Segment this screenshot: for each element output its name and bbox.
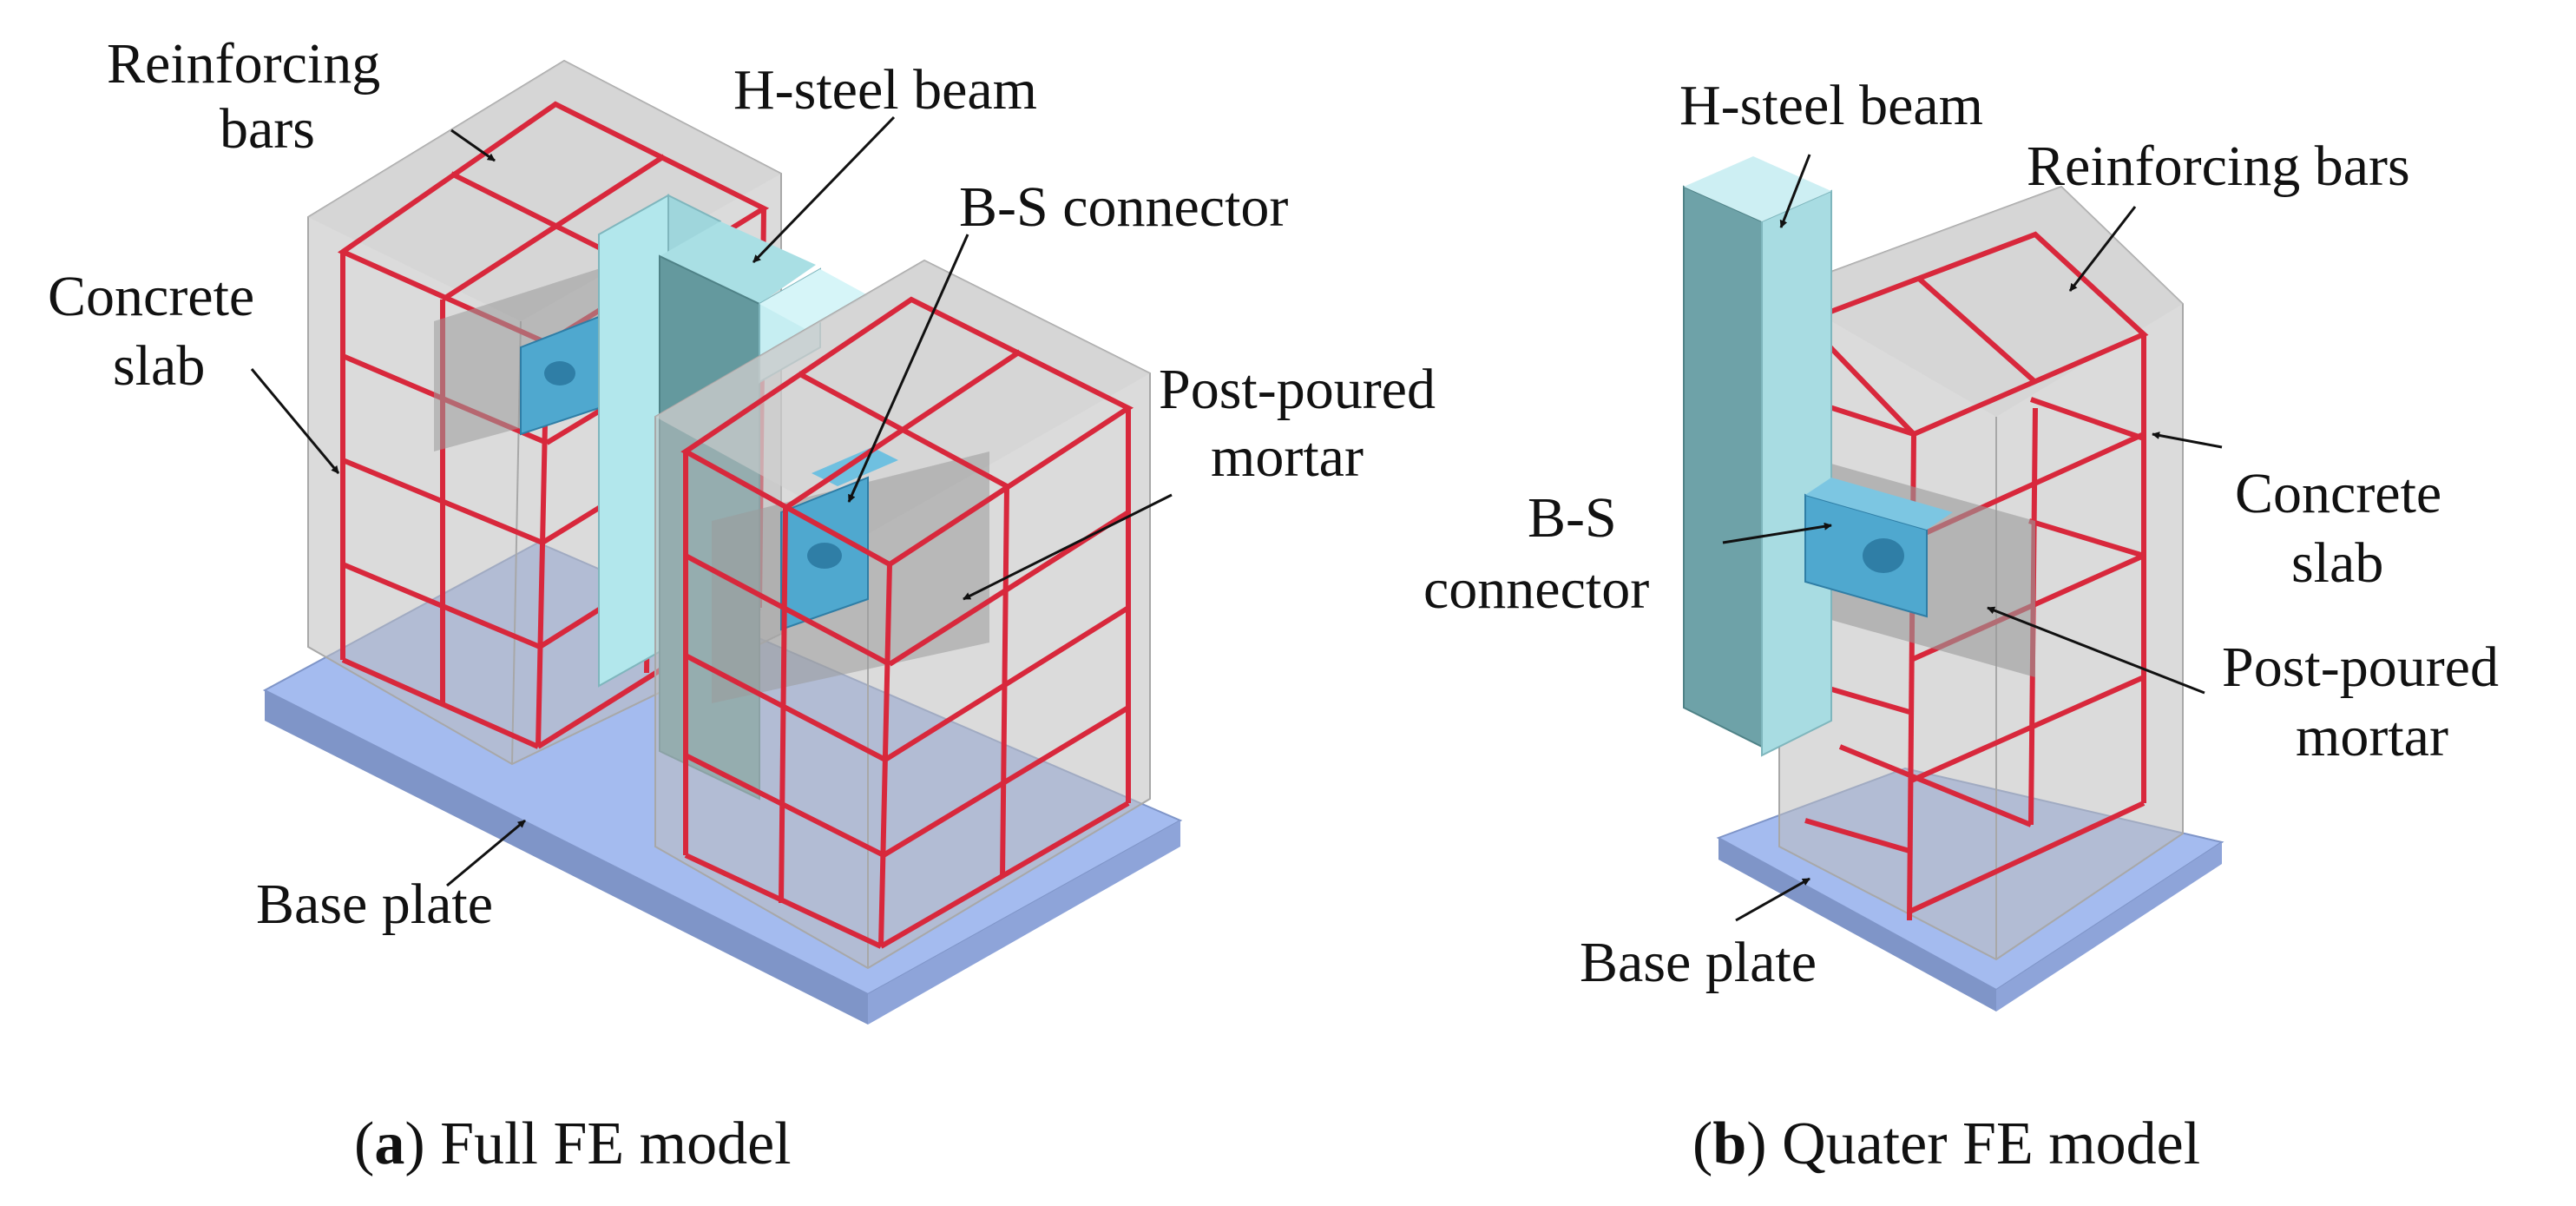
label-reinforcing-bars-b: Reinforcing bars xyxy=(2027,135,2410,198)
bs-connector-left xyxy=(520,315,600,436)
label-concrete-slab-a-line1: Concrete xyxy=(48,265,254,328)
label-bs-connector-a: B-S connector xyxy=(959,175,1288,239)
panel-a-full-model: Reinforcing bars H-steel beam B-S connec… xyxy=(48,32,1436,1177)
label-post-poured-mortar-a-line2: mortar xyxy=(1211,425,1364,489)
caption-a-text: Full FE model xyxy=(440,1110,791,1177)
label-h-steel-beam-b: H-steel beam xyxy=(1679,74,1983,137)
rebar-cage-right xyxy=(680,296,1134,949)
annotation-arrows-b xyxy=(1722,154,2223,922)
label-h-steel-beam-a: H-steel beam xyxy=(733,58,1037,122)
panel-b-quarter-model: H-steel beam Reinforcing bars B-S connec… xyxy=(1423,74,2499,1177)
label-bs-connector-b-line2: connector xyxy=(1423,557,1649,621)
annotation-arrows-a xyxy=(250,115,1173,887)
caption-b-letter: b xyxy=(1712,1110,1746,1177)
caption-a-letter: a xyxy=(374,1110,404,1177)
label-base-plate-a: Base plate xyxy=(256,873,493,936)
caption-b: (b) Quater FE model xyxy=(1692,1110,2200,1177)
label-concrete-slab-b-line2: slab xyxy=(2291,531,2383,595)
label-post-poured-mortar-b-line2: mortar xyxy=(2296,705,2448,768)
label-reinforcing-bars-a-line1: Reinforcing xyxy=(107,32,380,96)
label-base-plate-b: Base plate xyxy=(1580,931,1817,994)
label-concrete-slab-a-line2: slab xyxy=(113,334,205,398)
bs-connector-b xyxy=(1804,478,1953,618)
label-post-poured-mortar-a-line1: Post-poured xyxy=(1159,358,1436,421)
label-post-poured-mortar-b-line1: Post-poured xyxy=(2222,636,2499,699)
caption-a: (a) Full FE model xyxy=(354,1110,792,1177)
caption-b-text: Quater FE model xyxy=(1782,1110,2200,1177)
label-reinforcing-bars-a-line2: bars xyxy=(220,97,315,161)
label-bs-connector-b-line1: B-S xyxy=(1528,486,1617,550)
label-concrete-slab-b-line1: Concrete xyxy=(2235,462,2441,525)
h-steel-beam-b xyxy=(1683,156,1832,757)
